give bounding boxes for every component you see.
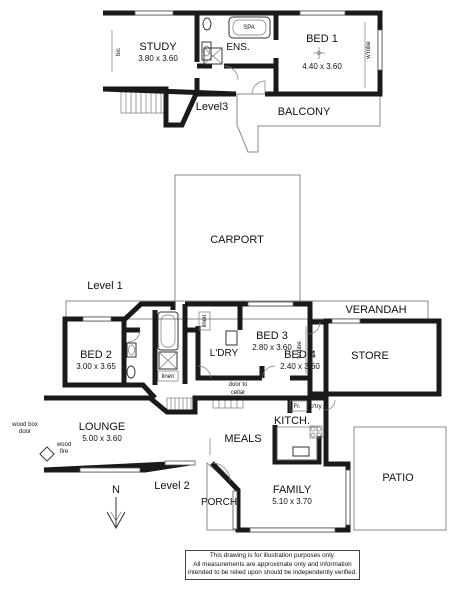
kitchen-label: KITCH. xyxy=(274,415,310,427)
carport-outline xyxy=(174,174,301,302)
bic-label: bic xyxy=(116,48,122,56)
patio-outline xyxy=(353,426,447,531)
bed1-wrobe-label: w'robe xyxy=(366,41,372,60)
spa-label: SPA xyxy=(243,25,255,31)
linen-bottom-label: linen xyxy=(162,374,175,380)
disclaimer-line-3: intended to be relied upon should be ind… xyxy=(187,569,358,577)
porch-label: PORCH xyxy=(201,497,237,508)
wood-fire-line1: wood xyxy=(56,442,71,448)
family-dims: 5.10 x 3.70 xyxy=(272,497,312,506)
bathtub xyxy=(157,311,179,351)
study-dims: 3.80 x 3.60 xyxy=(138,54,178,63)
ceiling-fan-icon xyxy=(313,47,325,59)
balcony-label: BALCONY xyxy=(278,106,331,118)
lounge-label: LOUNGE xyxy=(79,421,125,433)
bed1-dims: 4.40 x 3.60 xyxy=(302,62,342,71)
balcony-outline xyxy=(236,93,381,153)
level-1-plan: Level 1 VERANDAH BED 2 3.00 x 3.65 linen… xyxy=(62,280,442,400)
level-3-interior-walls xyxy=(194,13,279,94)
bed4-wrobe-label: w'robe xyxy=(297,341,303,360)
door-to-cellar-line2: cellar xyxy=(231,390,245,396)
level-2-plan: door to cellar Fr. p'try KITCH. wood box… xyxy=(11,382,447,533)
bed2-dims: 3.00 x 3.65 xyxy=(76,362,116,371)
level-2-label: Level 2 xyxy=(154,480,189,492)
kitchen-sink xyxy=(292,446,310,457)
ensuite-shower xyxy=(203,47,223,65)
bed4-dims: 2.40 x 3.60 xyxy=(280,362,320,371)
north-label: N xyxy=(112,484,120,496)
wood-box-door-line2: door xyxy=(19,429,31,435)
disclaimer-box: This drawing is for illustration purpose… xyxy=(185,550,360,580)
disclaimer-line-1: This drawing is for illustration purpose… xyxy=(209,552,336,559)
wood-box-door-line1: wood box xyxy=(11,422,38,428)
disclaimer-line-2: All measurements are approximate only an… xyxy=(193,560,352,568)
family-label: FAMILY xyxy=(273,484,312,496)
laundry-label: L'DRY xyxy=(210,348,239,359)
toilet xyxy=(126,365,136,379)
store-room xyxy=(323,318,442,397)
cooktop-icon xyxy=(309,425,323,439)
bed3-dims: 2.80 x 3.60 xyxy=(252,343,292,352)
level-1-interior-walls xyxy=(121,304,310,385)
bed2-label: BED 2 xyxy=(80,349,112,361)
study-label: STUDY xyxy=(139,41,177,53)
bed3-label: BED 3 xyxy=(256,330,288,342)
ensuite-label: ENS. xyxy=(226,42,249,53)
laundry-tub xyxy=(225,330,238,346)
level-3-plan: STUDY 3.80 x 3.60 bic ENS. SPA BED 1 4.4… xyxy=(102,10,383,153)
fridge-label: Fr. xyxy=(294,404,301,410)
bed4-label: BED 4 xyxy=(284,349,316,361)
bed1-label: BED 1 xyxy=(306,33,338,45)
level-1-label: Level 1 xyxy=(87,280,122,292)
store-label: STORE xyxy=(351,350,389,362)
pantry-label: p'try xyxy=(310,404,321,410)
wood-fire-line2: fire xyxy=(60,449,69,455)
lounge-dims: 5.00 x 3.60 xyxy=(82,434,122,443)
carport-label: CARPORT xyxy=(210,234,264,246)
verandah-label: VERANDAH xyxy=(345,304,406,316)
carport-area: CARPORT xyxy=(174,174,301,302)
door-to-cellar-line1: door to xyxy=(229,382,248,388)
bathroom-shower xyxy=(158,351,178,370)
north-arrow: N xyxy=(106,484,126,530)
level-3-label: Level3 xyxy=(196,101,228,113)
patio-label: PATIO xyxy=(382,472,414,484)
linen-top-label: linen xyxy=(202,315,208,328)
wood-fire-icon xyxy=(39,446,55,462)
spa-tub xyxy=(228,16,271,39)
meals-label: MEALS xyxy=(224,433,261,445)
ensuite-toilet xyxy=(202,17,212,31)
